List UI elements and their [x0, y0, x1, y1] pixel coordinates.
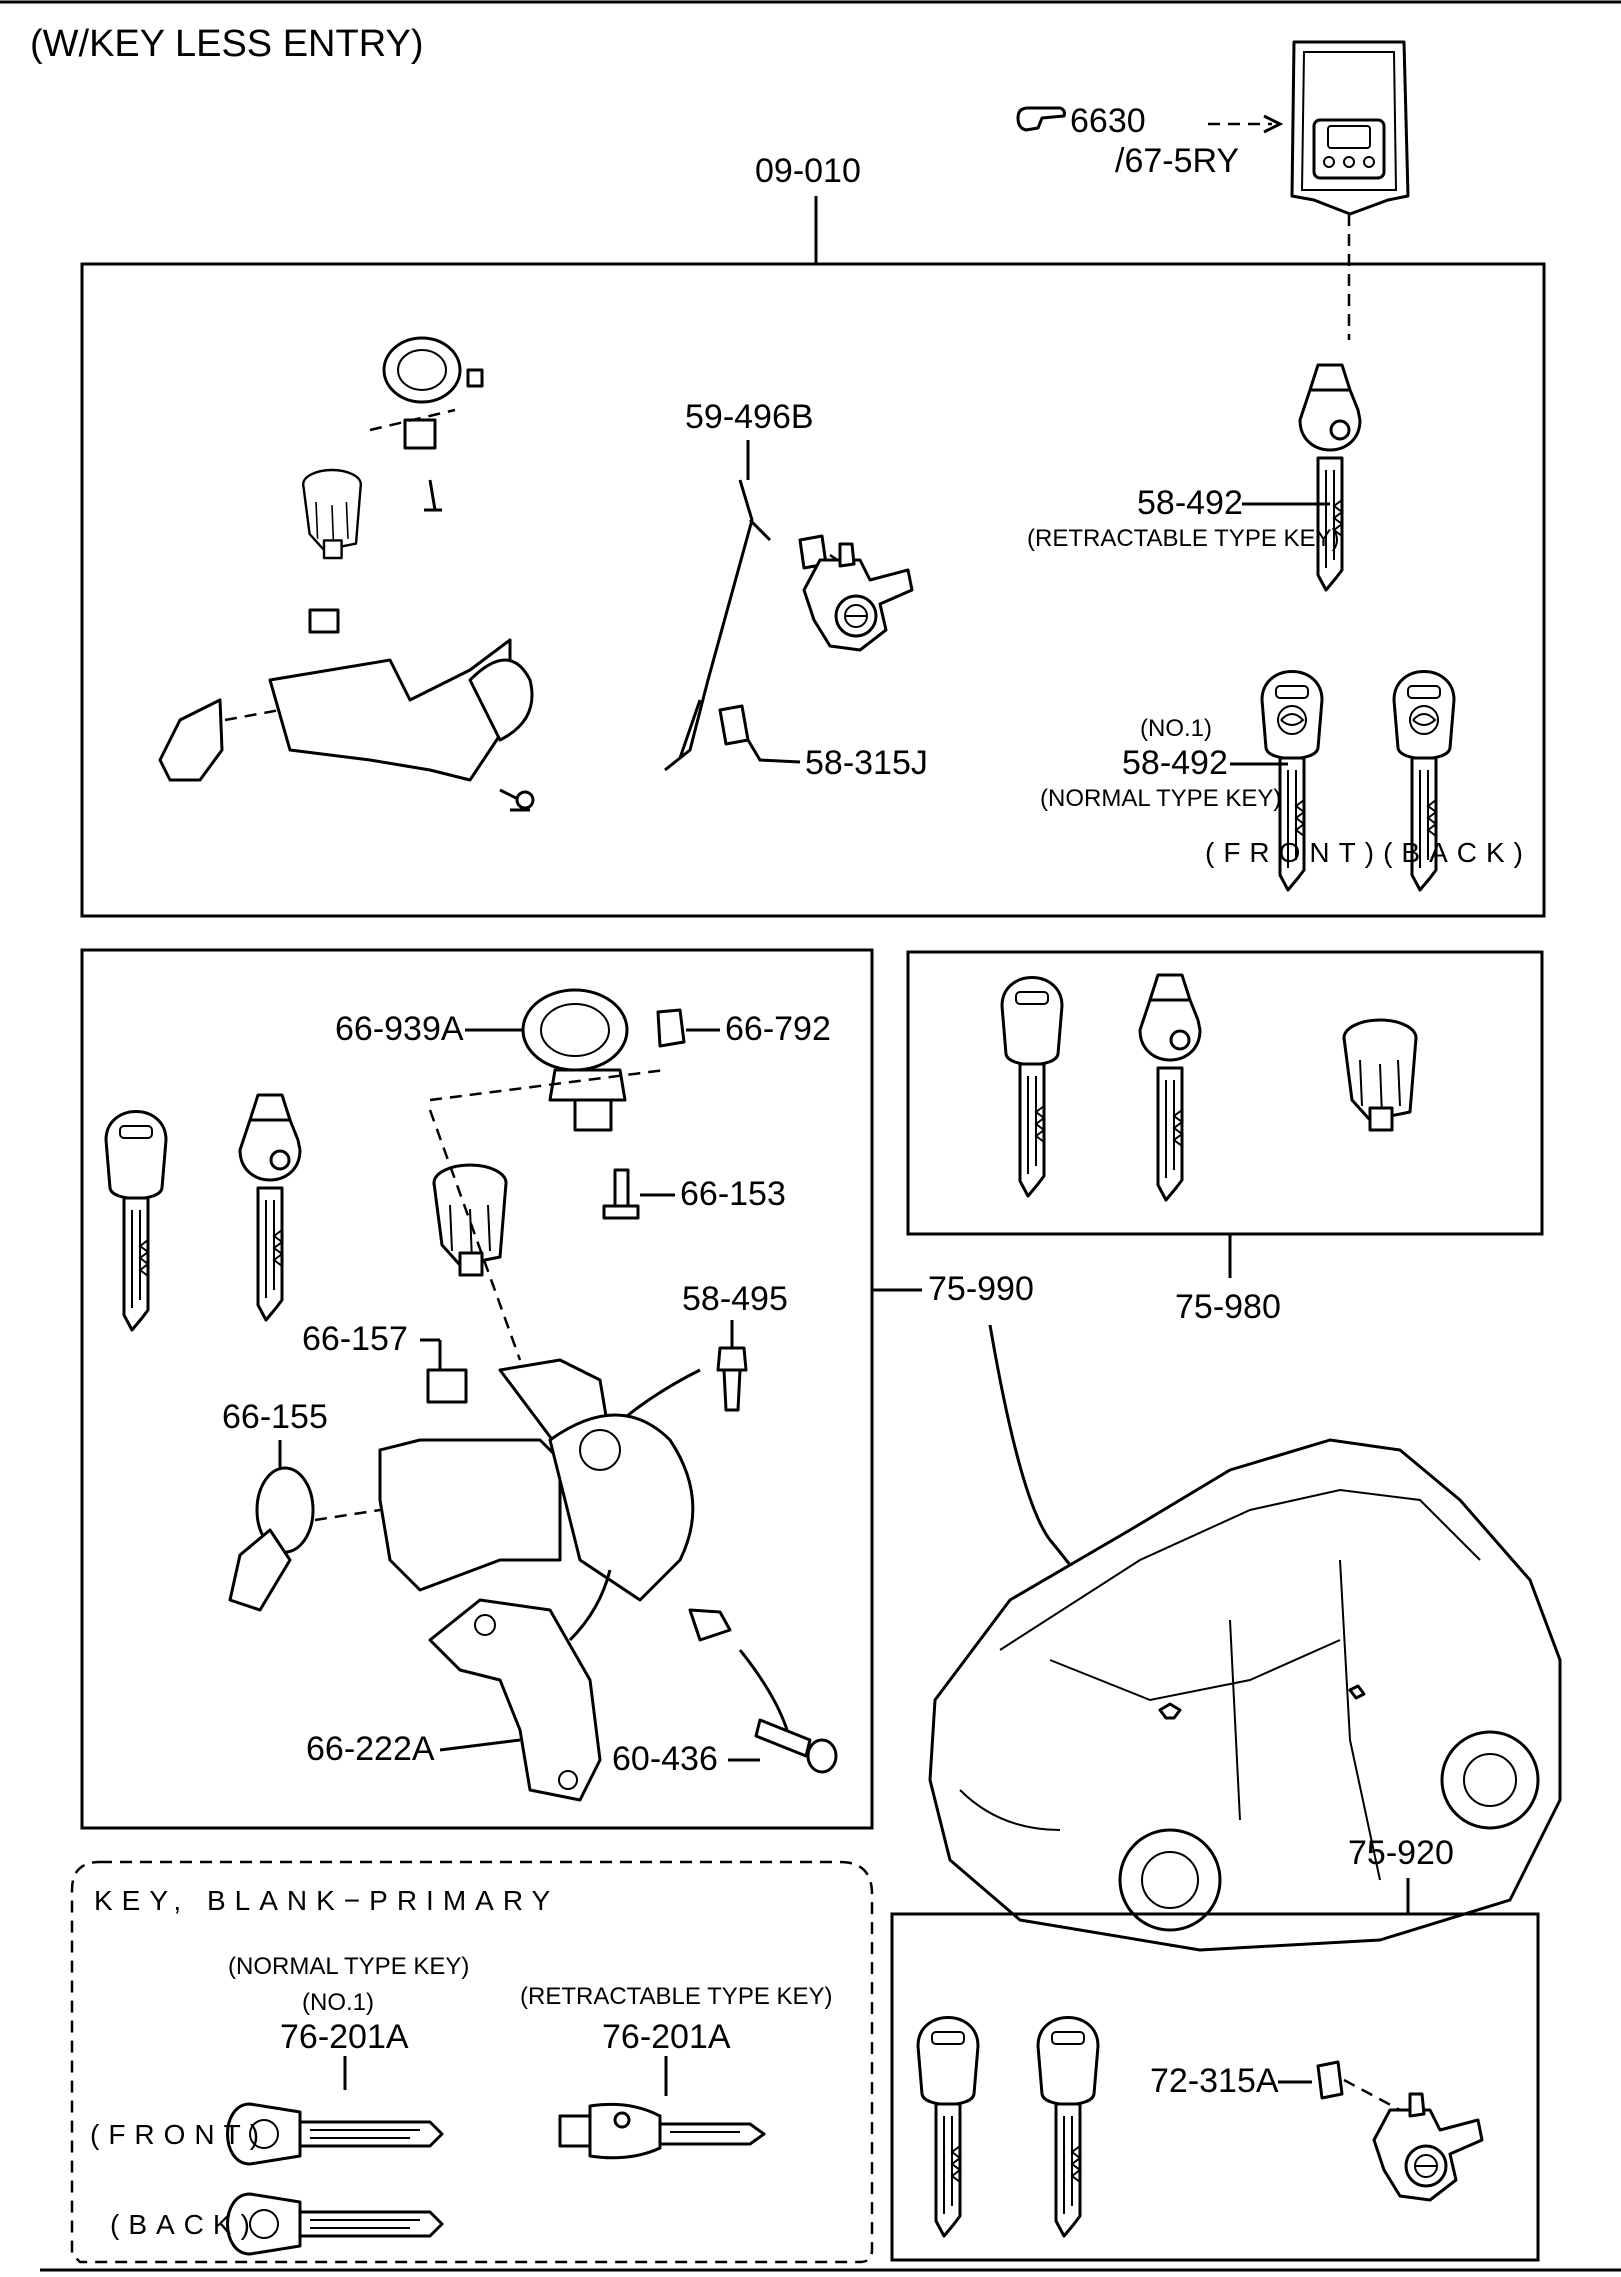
blank-normal-key-back	[226, 2192, 444, 2256]
no1-note: (NO.1)	[1140, 715, 1212, 742]
blank-no1-note: (NO.1)	[302, 1989, 374, 2016]
label-58-492-normal: 58-492	[1122, 744, 1228, 782]
key-icon	[106, 1112, 166, 1331]
retractable-key-mid	[240, 1095, 300, 1320]
part-58-495	[716, 1346, 748, 1412]
part-66-939A	[521, 988, 629, 1132]
door-lock-cylinder-upper	[802, 542, 914, 652]
normal-type-key-note: (NORMAL TYPE KEY)	[1040, 785, 1281, 812]
car-icon	[928, 1438, 1562, 1952]
label-75-920: 75-920	[1348, 1834, 1454, 1872]
box-09-010	[80, 262, 1546, 918]
key-75-980	[1002, 978, 1062, 1197]
label-75-980: 75-980	[1175, 1288, 1281, 1326]
key-blank-box	[70, 1860, 874, 2264]
box-75-920	[890, 1912, 1540, 2262]
part-66-155	[228, 1466, 315, 1612]
front-back-label: (FRONT)(BACK)	[1205, 837, 1532, 868]
blank-retractable-key	[558, 2102, 766, 2160]
label-58-495: 58-495	[682, 1280, 788, 1318]
blank-retract-note: (RETRACTABLE TYPE KEY)	[520, 1983, 833, 2010]
label-66-157: 66-157	[302, 1320, 408, 1358]
blank-normal-note: (NORMAL TYPE KEY)	[228, 1953, 469, 1980]
part-66-222A	[428, 1598, 602, 1802]
label-66-155: 66-155	[222, 1398, 328, 1436]
part-66-157	[426, 1368, 468, 1404]
key-75-920-b	[1038, 2018, 1098, 2237]
pointing-hand-icon	[1016, 106, 1066, 132]
door-lock-cylinder-lower	[1372, 2092, 1484, 2202]
diagram-title: (W/KEY LESS ENTRY)	[30, 23, 423, 65]
blank-part-left: 76-201A	[280, 2018, 409, 2056]
blank-front-label: (FRONT)	[90, 2119, 268, 2150]
label-59-496B: 59-496B	[685, 398, 814, 436]
label-58-315J: 58-315J	[805, 744, 928, 782]
label-09-010: 09-010	[755, 152, 861, 190]
blank-part-right: 76-201A	[602, 2018, 731, 2056]
retractable-type-key-note: (RETRACTABLE TYPE KEY)	[1027, 525, 1340, 552]
label-75-990: 75-990	[928, 1270, 1034, 1308]
part-72-315A	[1316, 2060, 1344, 2100]
label-66-939A: 66-939A	[335, 1010, 464, 1048]
label-60-436: 60-436	[612, 1740, 718, 1778]
ref-6630-sub: /67-5RY	[1115, 142, 1239, 180]
label-66-222A: 66-222A	[306, 1730, 435, 1768]
ignition-lock-cylinder	[432, 1163, 508, 1277]
label-72-315A: 72-315A	[1150, 2062, 1279, 2100]
part-66-792	[656, 1008, 686, 1048]
key-75-920-a	[918, 2018, 978, 2237]
ignition-switch-assembly	[158, 336, 535, 812]
key-blank-title: KEY, BLANK−PRIMARY	[94, 1885, 559, 1916]
steering-lock-body	[378, 1358, 792, 1741]
label-66-792: 66-792	[725, 1010, 831, 1048]
retractable-key-upper	[1300, 365, 1360, 590]
blank-normal-key-front	[226, 2102, 444, 2166]
cylinder-75-980	[1342, 1018, 1418, 1132]
part-58-315J	[718, 704, 750, 746]
part-66-153	[602, 1168, 640, 1220]
retractable-key-75-980	[1140, 975, 1200, 1200]
part-60-436	[754, 1718, 838, 1774]
label-58-492-retractable: 58-492	[1137, 484, 1243, 522]
label-66-153: 66-153	[680, 1175, 786, 1213]
box-75-980	[906, 950, 1544, 1236]
key-fob-icon	[1290, 40, 1410, 216]
box-75-990	[80, 948, 874, 1830]
blank-back-label: (BACK)	[110, 2209, 259, 2240]
ref-6630-number: 6630	[1070, 102, 1146, 140]
